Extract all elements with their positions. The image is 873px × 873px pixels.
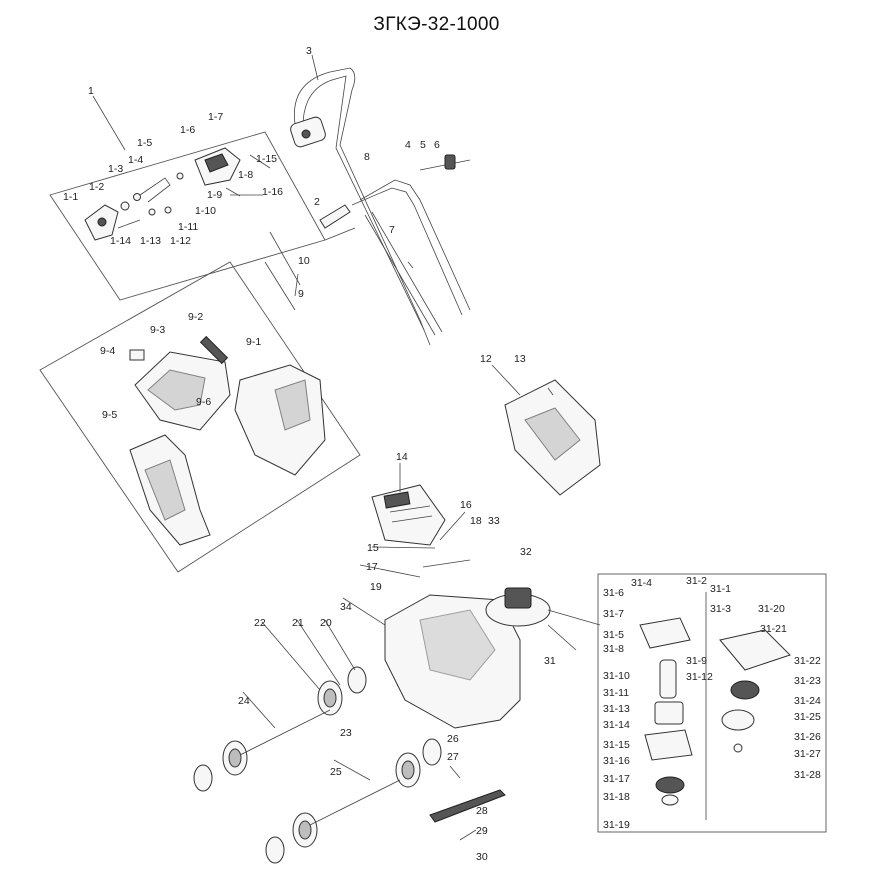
label-2: 2	[314, 196, 320, 208]
deck-and-motor	[384, 559, 601, 729]
label-9-2: 9-2	[188, 311, 203, 323]
label-1-2: 1-2	[89, 181, 104, 193]
label-9-3: 9-3	[150, 324, 165, 336]
switch-box-parts	[84, 147, 241, 241]
label-17: 17	[366, 561, 378, 573]
label-31-28: 31-28	[794, 769, 821, 781]
label-29: 29	[476, 825, 488, 837]
label-31-22: 31-22	[794, 655, 821, 667]
label-24: 24	[238, 695, 250, 707]
label-8: 8	[364, 151, 370, 163]
label-31-3: 31-3	[710, 603, 731, 615]
label-13: 13	[514, 353, 526, 365]
label-18: 18	[470, 515, 482, 527]
handle-assembly	[269, 67, 471, 346]
label-31-23: 31-23	[794, 675, 821, 687]
label-31: 31	[544, 655, 556, 667]
label-20: 20	[320, 617, 332, 629]
label-31-14: 31-14	[603, 719, 630, 731]
label-1-5: 1-5	[137, 137, 152, 149]
label-31-1: 31-1	[710, 583, 731, 595]
label-31-26: 31-26	[794, 731, 821, 743]
label-25: 25	[330, 766, 342, 778]
label-1-7: 1-7	[208, 111, 223, 123]
label-1-6: 1-6	[180, 124, 195, 136]
wheels	[193, 666, 506, 864]
label-6: 6	[434, 139, 440, 151]
label-1-9: 1-9	[207, 189, 222, 201]
label-4: 4	[405, 139, 411, 151]
label-21: 21	[292, 617, 304, 629]
label-9-5: 9-5	[102, 409, 117, 421]
label-31-10: 31-10	[603, 670, 630, 682]
label-1-4: 1-4	[128, 154, 143, 166]
label-1: 1	[88, 85, 94, 97]
label-31-15: 31-15	[603, 739, 630, 751]
label-31-19: 31-19	[603, 819, 630, 831]
label-1-11: 1-11	[178, 221, 198, 233]
label-9-4: 9-4	[100, 345, 115, 357]
motor-cover-parts	[504, 379, 601, 496]
label-31-25: 31-25	[794, 711, 821, 723]
label-3: 3	[306, 45, 312, 57]
label-16: 16	[460, 499, 472, 511]
assembly-31-frame	[597, 573, 827, 833]
label-26: 26	[447, 733, 459, 745]
label-23: 23	[340, 727, 352, 739]
label-31-7: 31-7	[603, 608, 624, 620]
label-1-14: 1-14	[110, 235, 131, 247]
label-9-1: 9-1	[246, 336, 261, 348]
label-31-2: 31-2	[686, 575, 707, 587]
battery-part	[371, 484, 446, 546]
label-15: 15	[367, 542, 379, 554]
label-32: 32	[520, 546, 532, 558]
label-1-13: 1-13	[140, 235, 161, 247]
label-1-3: 1-3	[108, 163, 123, 175]
label-31-6: 31-6	[603, 587, 624, 599]
label-31-13: 31-13	[603, 703, 630, 715]
label-22: 22	[254, 617, 266, 629]
label-10: 10	[298, 255, 310, 267]
label-9: 9	[298, 288, 304, 300]
label-1-1: 1-1	[63, 191, 78, 203]
label-31-21: 31-21	[760, 623, 787, 635]
label-31-11: 31-11	[603, 687, 629, 699]
label-31-18: 31-18	[603, 791, 630, 803]
label-1-16: 1-16	[262, 186, 283, 198]
label-27: 27	[447, 751, 459, 763]
label-31-24: 31-24	[794, 695, 821, 707]
label-1-12: 1-12	[170, 235, 191, 247]
label-12: 12	[480, 353, 492, 365]
label-28: 28	[476, 805, 488, 817]
label-19: 19	[370, 581, 382, 593]
label-1-8: 1-8	[238, 169, 253, 181]
label-30: 30	[476, 851, 488, 863]
label-31-16: 31-16	[603, 755, 630, 767]
label-34: 34	[340, 601, 352, 613]
assembly-9-frame	[39, 261, 361, 573]
label-14: 14	[396, 451, 408, 463]
label-31-4: 31-4	[631, 577, 652, 589]
label-31-9: 31-9	[686, 655, 707, 667]
label-1-10: 1-10	[195, 205, 216, 217]
label-33: 33	[488, 515, 500, 527]
label-5: 5	[420, 139, 426, 151]
label-31-12: 31-12	[686, 671, 713, 683]
label-9-6: 9-6	[196, 396, 211, 408]
label-31-17: 31-17	[603, 773, 630, 785]
label-31-20: 31-20	[758, 603, 785, 615]
label-31-27: 31-27	[794, 748, 821, 760]
label-31-8: 31-8	[603, 643, 624, 655]
grass-catcher-parts	[129, 335, 326, 546]
label-31-5: 31-5	[603, 629, 624, 641]
label-7: 7	[389, 224, 395, 236]
label-1-15: 1-15	[256, 153, 277, 165]
motor-exploded-parts	[639, 617, 791, 806]
diagram-title: ЗГКЭ-32-1000	[373, 14, 500, 35]
